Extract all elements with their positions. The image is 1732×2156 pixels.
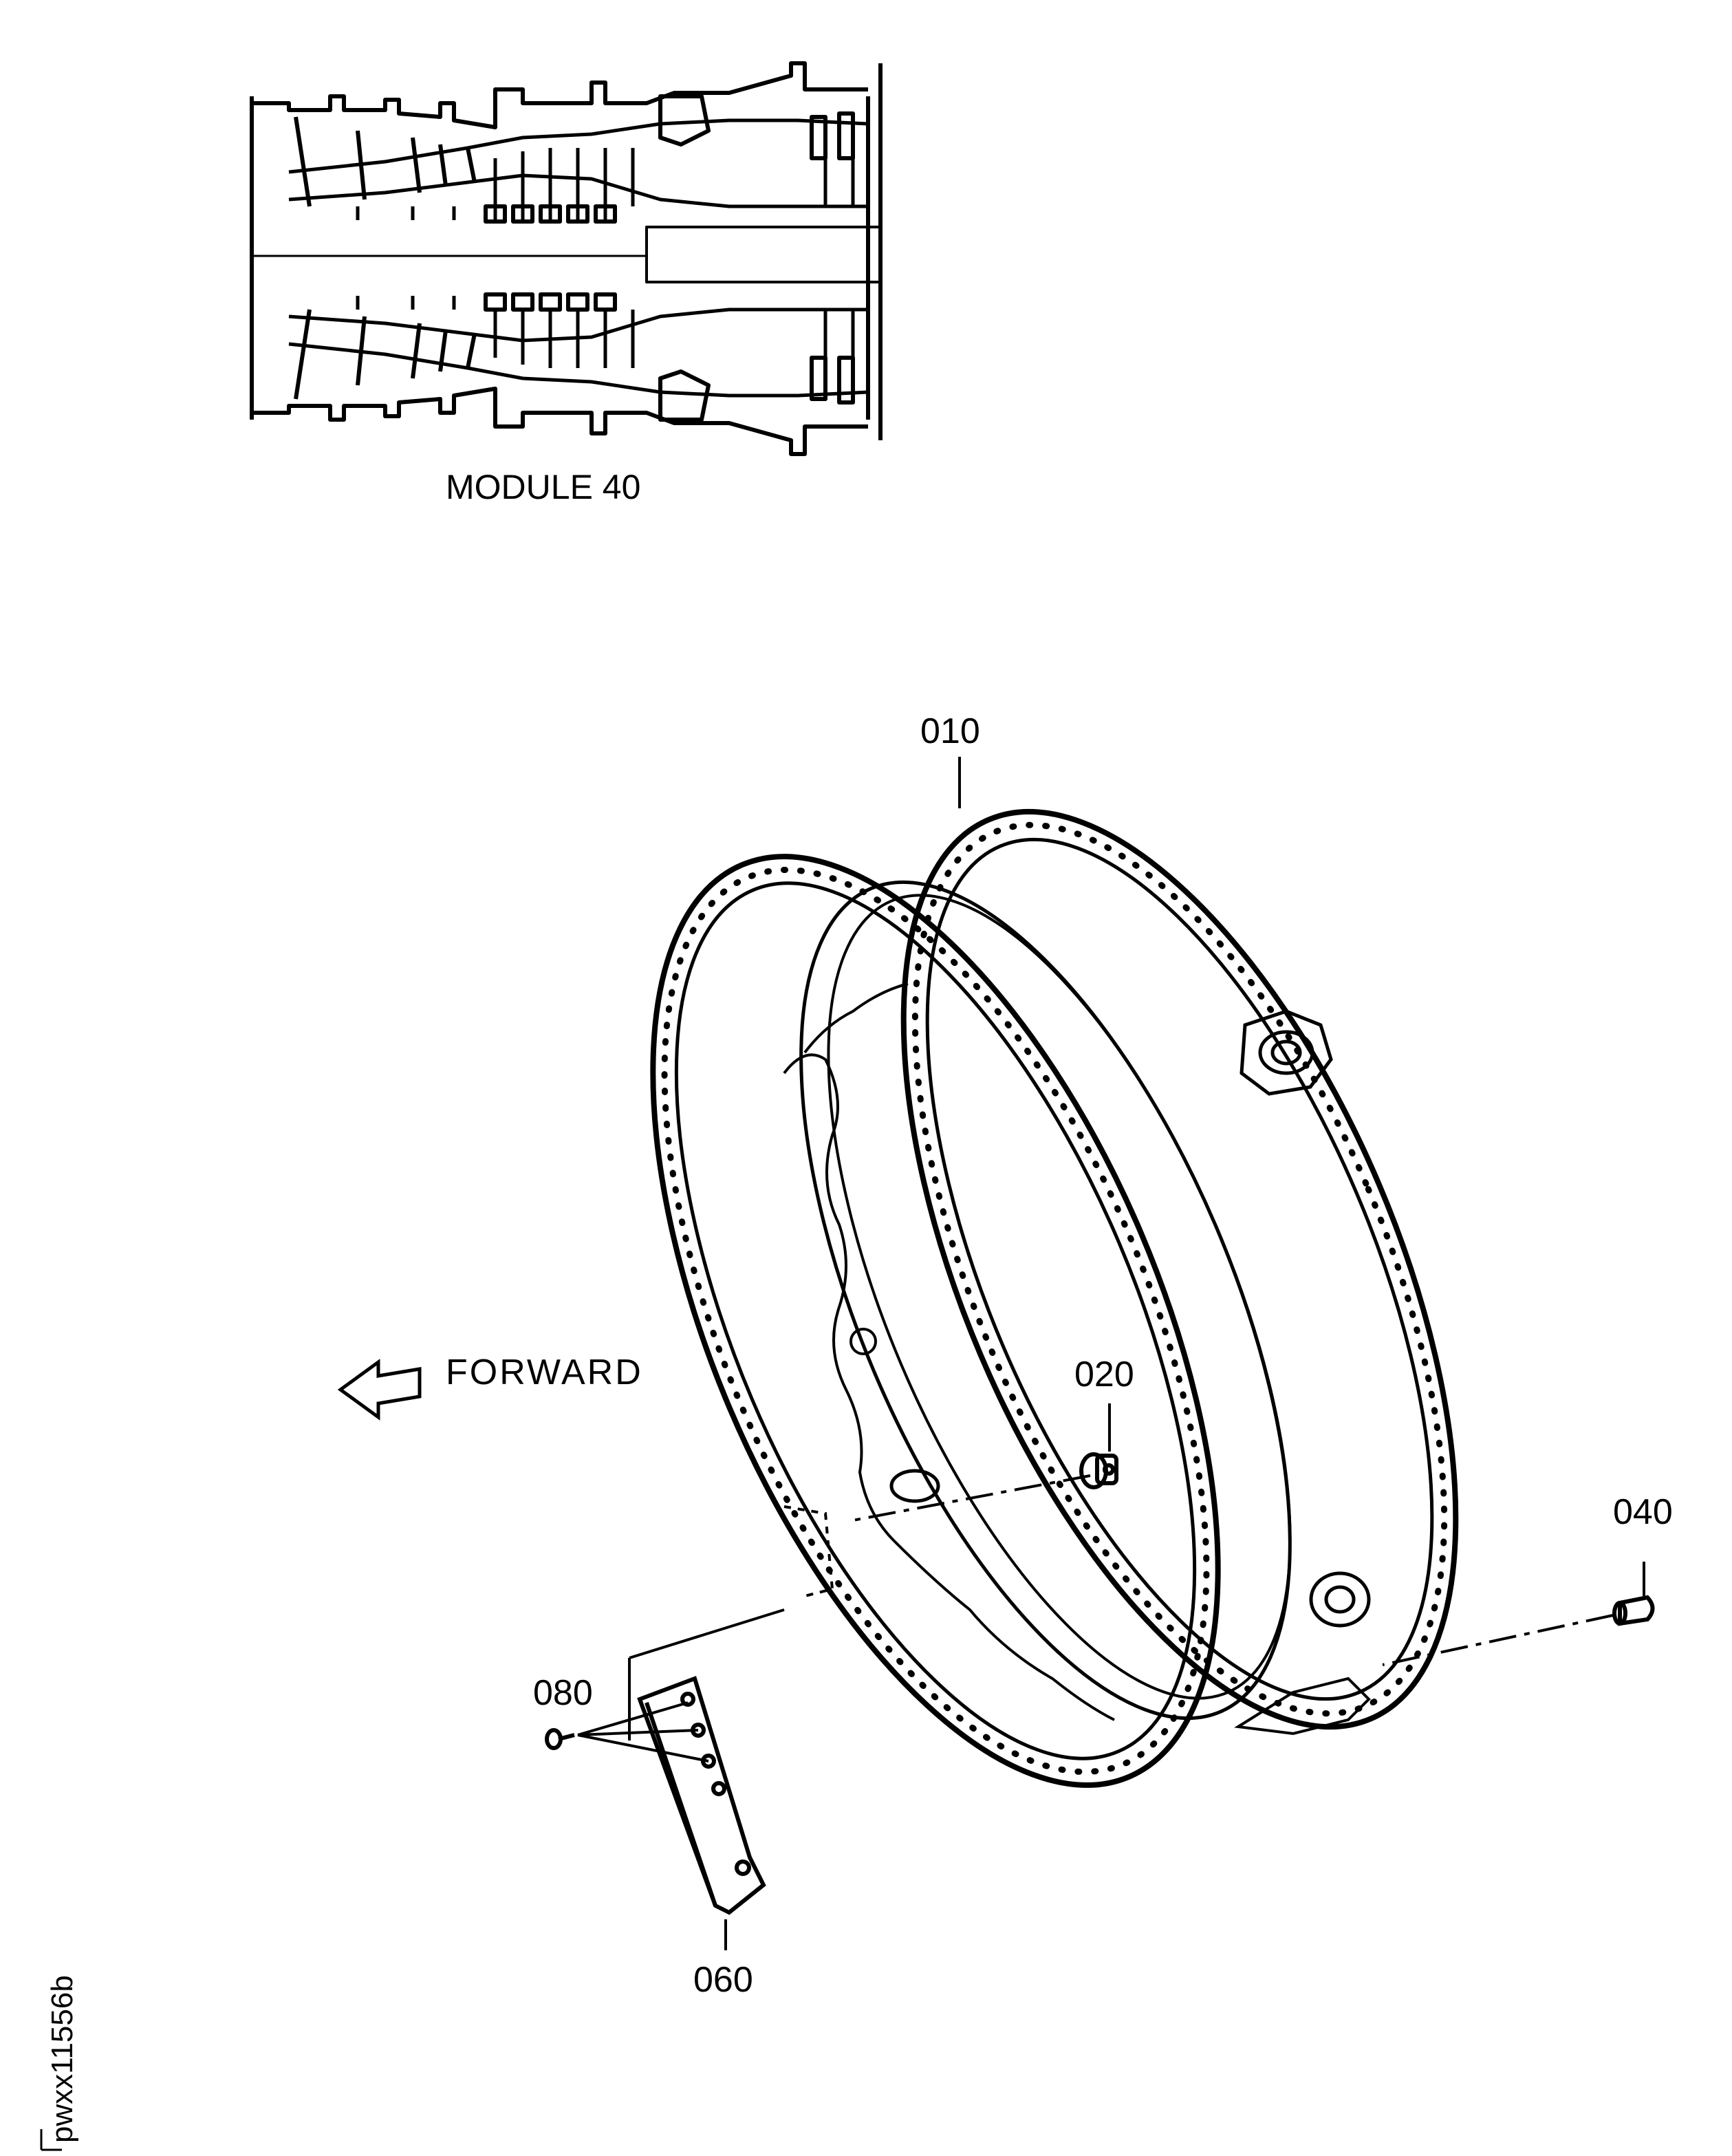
forward-label: FORWARD (446, 1352, 643, 1392)
callout-020: 020 (1074, 1355, 1134, 1394)
front-flange-outer (650, 854, 1221, 1788)
figure-id: pwxx11556b (45, 1975, 79, 2143)
ring-assembly (650, 808, 1459, 1788)
mount-boss (1240, 1009, 1333, 1096)
part-060-bracket (637, 1676, 766, 1915)
callout-040: 040 (1613, 1492, 1673, 1532)
forward-arrow-icon (337, 1359, 422, 1421)
part-040-pin (1612, 1595, 1655, 1626)
front-flange-inner (674, 881, 1197, 1760)
part-020-plug (1079, 1452, 1118, 1489)
front-bolt-holes (661, 867, 1210, 1775)
rear-flange-inner (925, 837, 1434, 1701)
callout-060: 060 (693, 1960, 753, 2000)
module-caption: MODULE 40 (446, 468, 640, 506)
rear-flange-outer (900, 808, 1459, 1730)
part-080-screw (545, 1728, 575, 1750)
leader-lines (577, 757, 1645, 1950)
callout-010: 010 (920, 711, 980, 751)
rear-bolt-holes (911, 821, 1448, 1717)
engine-cross-section (250, 61, 883, 456)
callout-080: 080 (533, 1673, 593, 1713)
